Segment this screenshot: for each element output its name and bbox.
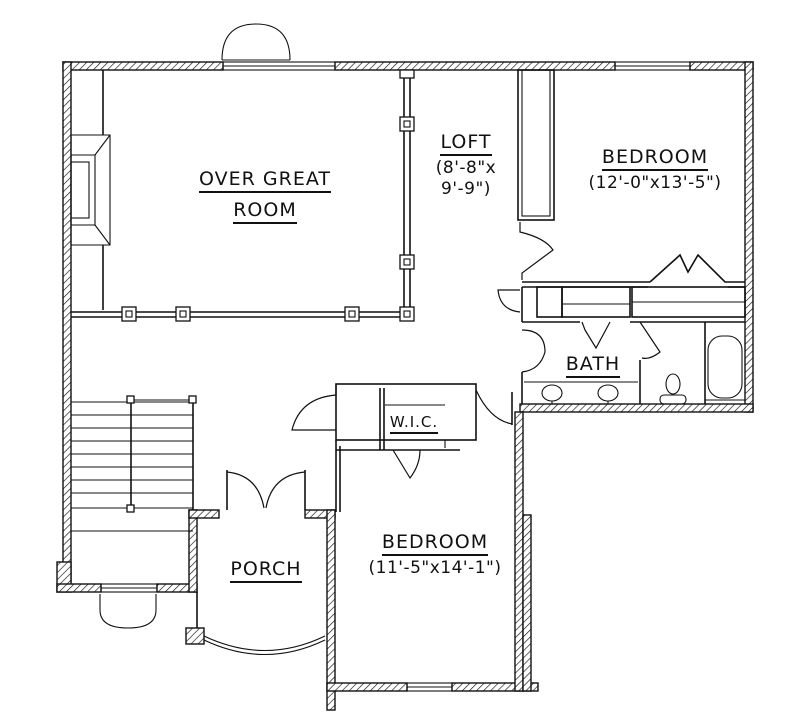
porch-railing (185, 592, 326, 656)
room-label-wic: W.I.C. (383, 414, 445, 434)
toilet-icon (659, 373, 687, 405)
closet (497, 69, 746, 323)
bay-window-icon (99, 594, 157, 629)
room-dimensions: (8'-8"x (435, 158, 497, 178)
fireplace-icon (70, 70, 111, 310)
room-title: OVER GREAT (199, 170, 331, 193)
room-label-bath: BATH (548, 355, 638, 378)
room-title: PORCH (230, 560, 302, 583)
railing-post-icon (121, 69, 415, 322)
double-door-icon (226, 470, 306, 510)
room-label-porch: PORCH (210, 560, 322, 583)
room-title: W.I.C. (389, 415, 439, 434)
room-title: BEDROOM (381, 533, 489, 556)
room-title: ROOM (233, 201, 297, 224)
bathtub-icon (704, 322, 745, 404)
exterior-walls (56, 61, 754, 711)
walk-in-closet (291, 383, 513, 512)
room-title: BATH (565, 355, 621, 378)
room-label-over-great-room: OVER GREAT ROOM (160, 170, 370, 224)
staircase-icon (71, 395, 197, 532)
room-label-bedroom-2: BEDROOM (11'-5"x14'-1") (340, 533, 530, 577)
room-dimensions: (11'-5"x14'-1") (368, 558, 502, 578)
bay-window-icon (221, 23, 291, 61)
room-dimensions: (12'-0"x13'-5") (588, 173, 722, 193)
room-label-bedroom-1: BEDROOM (12'-0"x13'-5") (560, 148, 750, 192)
sink-icon (541, 384, 563, 404)
room-title: LOFT (440, 133, 492, 156)
room-title: BEDROOM (601, 148, 709, 171)
room-dimensions: 9'-9") (441, 179, 491, 199)
bath-fixtures (521, 321, 661, 404)
room-label-loft: LOFT (8'-8"x 9'-9") (414, 133, 518, 198)
sink-icon (597, 384, 619, 404)
